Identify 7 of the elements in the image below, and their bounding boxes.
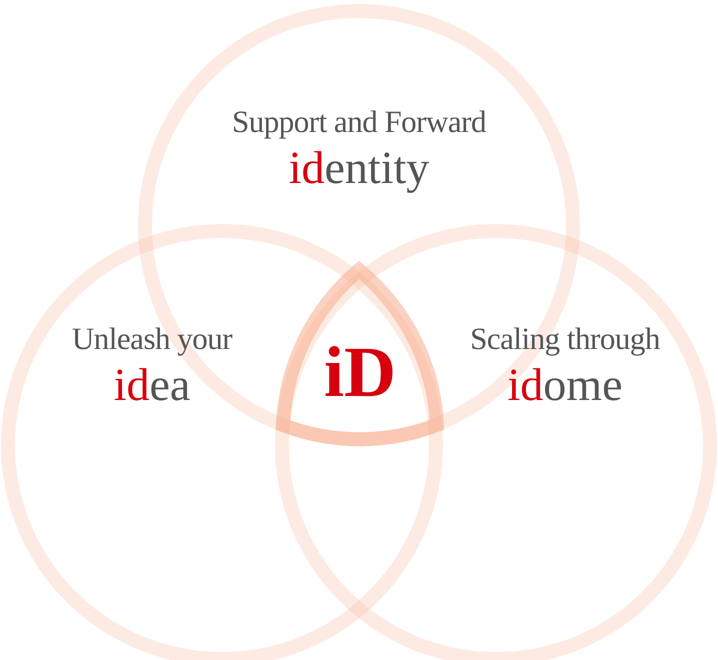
circle-keyword: idome	[508, 358, 622, 412]
circle-keyword: identity	[288, 141, 430, 196]
center-mark: iD	[324, 336, 396, 408]
circle-keyword: idea	[114, 358, 190, 412]
circle-heading: Unleash your	[72, 322, 232, 356]
circle-heading: Scaling through	[470, 322, 660, 356]
circle-heading: Support and Forward	[232, 105, 486, 140]
